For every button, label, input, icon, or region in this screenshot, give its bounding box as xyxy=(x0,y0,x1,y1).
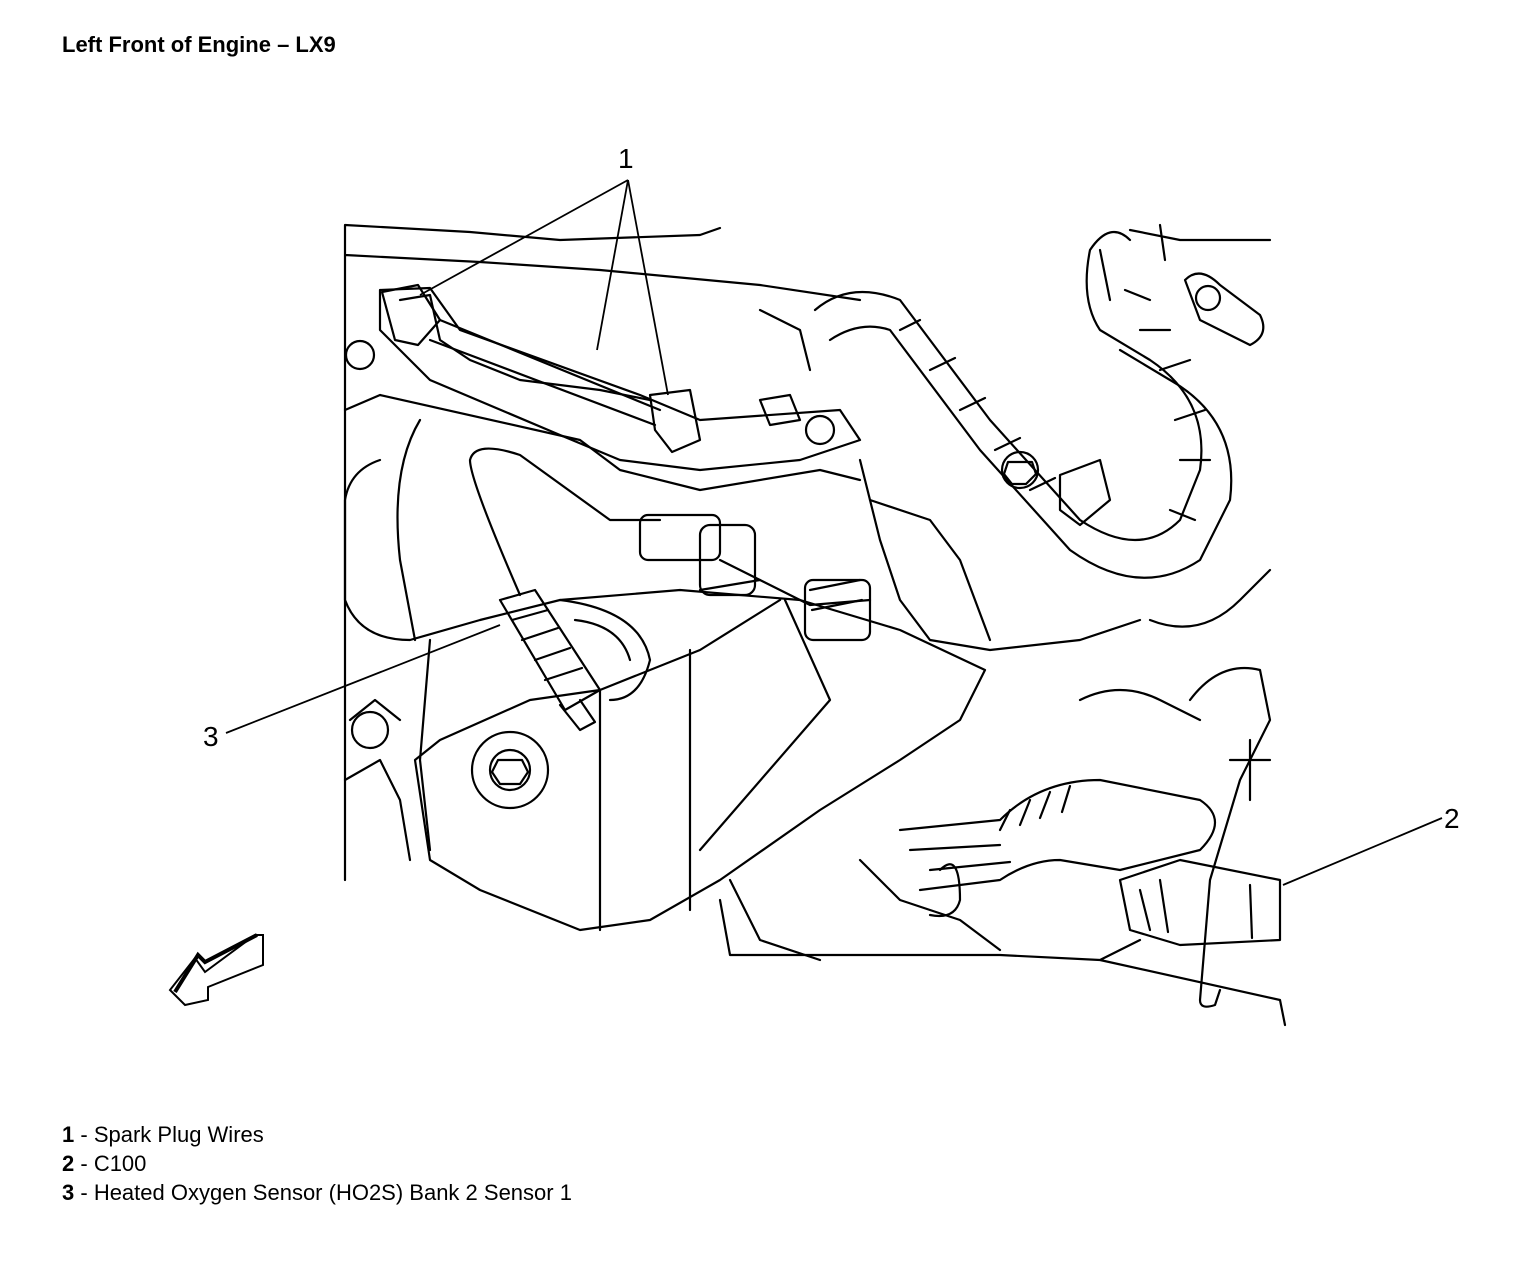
legend-number: 1 xyxy=(62,1122,75,1147)
wiring-harness-main xyxy=(813,230,1203,541)
leader-1b xyxy=(596,179,629,351)
leader-1a xyxy=(419,179,629,296)
callout-3-number: 3 xyxy=(203,721,219,752)
callout-legend: 1 - Spark Plug Wires 2 - C100 3 - Heated… xyxy=(62,1120,572,1207)
leader-lines xyxy=(225,179,1443,886)
oxygen-sensor-body xyxy=(498,588,602,712)
head-flange xyxy=(343,393,862,492)
upper-right-sensor xyxy=(1183,272,1265,347)
diagram-title: Left Front of Engine – LX9 xyxy=(62,32,336,57)
sensor-connector-b xyxy=(803,578,872,642)
sensor-connector-a xyxy=(638,513,722,562)
legend-item: 3 - Heated Oxygen Sensor (HO2S) Bank 2 S… xyxy=(62,1178,572,1207)
leader-3 xyxy=(225,624,501,734)
legend-separator: - xyxy=(74,1180,94,1205)
legend-item: 2 - C100 xyxy=(62,1149,572,1178)
callout-1-number: 1 xyxy=(618,143,634,174)
callout-2-number: 2 xyxy=(1444,803,1460,834)
legend-label: Spark Plug Wires xyxy=(93,1122,264,1147)
legend-item: 1 - Spark Plug Wires xyxy=(62,1120,572,1149)
lower-harness xyxy=(898,778,1216,892)
manifold-bolt-boss xyxy=(470,730,550,810)
legend-number: 2 xyxy=(62,1151,75,1176)
engine-line-drawing: 1 2 3 xyxy=(168,143,1460,1027)
spark-plug-boot-2 xyxy=(648,388,702,454)
legend-separator: - xyxy=(74,1151,94,1176)
leader-2 xyxy=(1282,817,1443,886)
legend-label: Heated Oxygen Sensor (HO2S) Bank 2 Senso… xyxy=(93,1180,572,1205)
legend-separator: - xyxy=(74,1122,94,1147)
exhaust-manifold-shield xyxy=(343,458,987,932)
c100-connector xyxy=(1118,858,1282,947)
valve-cover-ridge xyxy=(378,286,862,472)
legend-number: 3 xyxy=(62,1180,75,1205)
direction-arrow-icon xyxy=(168,933,264,1007)
spark-plug-boot-1 xyxy=(380,283,442,347)
legend-label: C100 xyxy=(93,1151,147,1176)
leader-1c xyxy=(627,179,669,396)
oxygen-sensor-lead xyxy=(468,447,662,597)
